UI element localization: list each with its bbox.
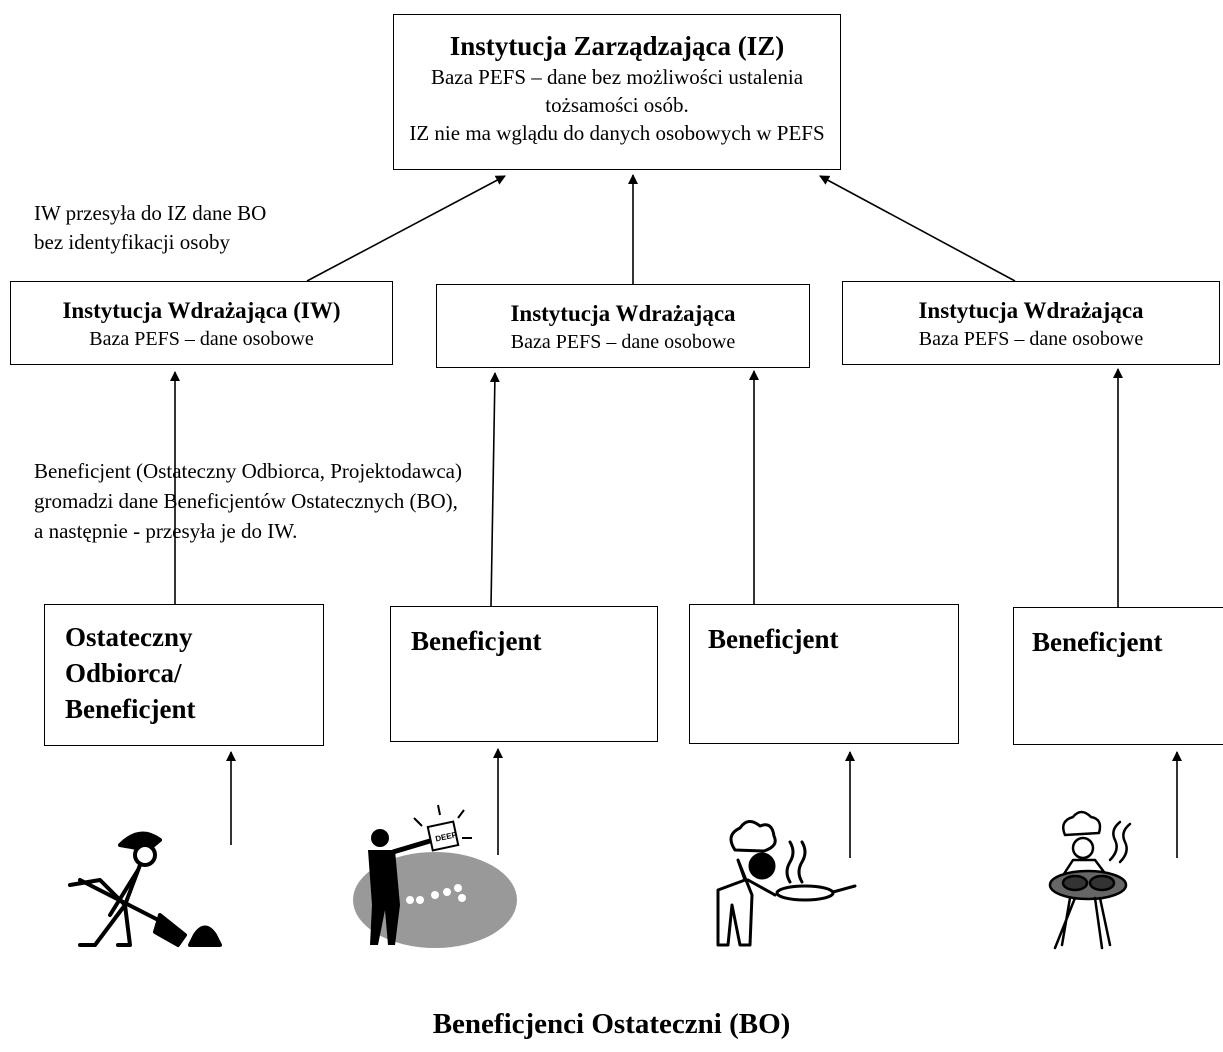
iw-subtitle: Baza PEFS – dane osobowe bbox=[510, 331, 736, 353]
iz-line-1: Baza PEFS – dane bez możliwości ustaleni… bbox=[430, 65, 804, 89]
iz-title: Instytucja Zarządzająca (IZ) bbox=[449, 31, 785, 61]
arrow-iw1-to-iz bbox=[306, 175, 506, 282]
beneficjent-label: Ostateczny bbox=[65, 622, 193, 652]
iw-note-line-2: bez identyfikacji osoby bbox=[34, 230, 230, 254]
iw-note: IW przesyła do IZ dane BO bez identyfika… bbox=[34, 199, 266, 257]
beneficjent-note-line-1: Beneficjent (Ostateczny Odbiorca, Projek… bbox=[34, 459, 462, 483]
beneficjent-box: Beneficjent bbox=[1013, 607, 1223, 745]
iw-box: Instytucja Wdrażająca Baza PEFS – dane o… bbox=[436, 284, 810, 368]
iw-title: Instytucja Wdrażająca bbox=[918, 298, 1144, 323]
beneficjent-label: Odbiorca/ bbox=[65, 658, 182, 688]
iw-box: Instytucja Wdrażająca Baza PEFS – dane o… bbox=[842, 281, 1220, 365]
iw-title: Instytucja Wdrażająca (IW) bbox=[62, 298, 341, 323]
iw-box: Instytucja Wdrażająca (IW) Baza PEFS – d… bbox=[10, 281, 393, 365]
beneficjent-note: Beneficjent (Ostateczny Odbiorca, Projek… bbox=[34, 456, 462, 546]
beneficjent-note-line-3: a następnie - przesyła je do IW. bbox=[34, 519, 298, 543]
worker-shoveling-icon bbox=[68, 831, 222, 947]
iw-note-line-1: IW przesyła do IZ dane BO bbox=[34, 201, 267, 225]
baker-with-bread-icon bbox=[1048, 810, 1132, 950]
beneficjent-box: Beneficjent bbox=[689, 604, 959, 744]
iz-box: Instytucja Zarządzająca (IZ) Baza PEFS –… bbox=[393, 14, 841, 170]
businessman-reading-icon: DEEP bbox=[353, 804, 517, 948]
footer-title: Beneficjenci Ostateczni (BO) bbox=[432, 1008, 791, 1040]
iw-subtitle: Baza PEFS – dane osobowe bbox=[918, 328, 1144, 350]
arrow-iw3-to-iz bbox=[819, 175, 1016, 282]
beneficjent-label: Beneficjent bbox=[708, 624, 839, 654]
iw-title: Instytucja Wdrażająca bbox=[510, 301, 736, 326]
iz-line-2: tożsamości osób. bbox=[545, 93, 689, 117]
beneficjent-box: Ostateczny Odbiorca/ Beneficjent bbox=[44, 604, 324, 746]
arrow-ben2-to-iw2 bbox=[489, 372, 500, 607]
beneficjent-note-line-2: gromadzi dane Beneficjentów Ostatecznych… bbox=[34, 489, 458, 513]
beneficjent-box: Beneficjent bbox=[390, 606, 658, 742]
iw-subtitle: Baza PEFS – dane osobowe bbox=[89, 328, 314, 350]
beneficjent-label: Beneficjent bbox=[411, 626, 542, 656]
beneficjent-label: Beneficjent bbox=[1032, 627, 1163, 657]
chef-with-pan-icon bbox=[716, 820, 857, 947]
beneficjent-label: Beneficjent bbox=[65, 694, 196, 724]
iz-line-3: IZ nie ma wglądu do danych osobowych w P… bbox=[409, 121, 825, 145]
